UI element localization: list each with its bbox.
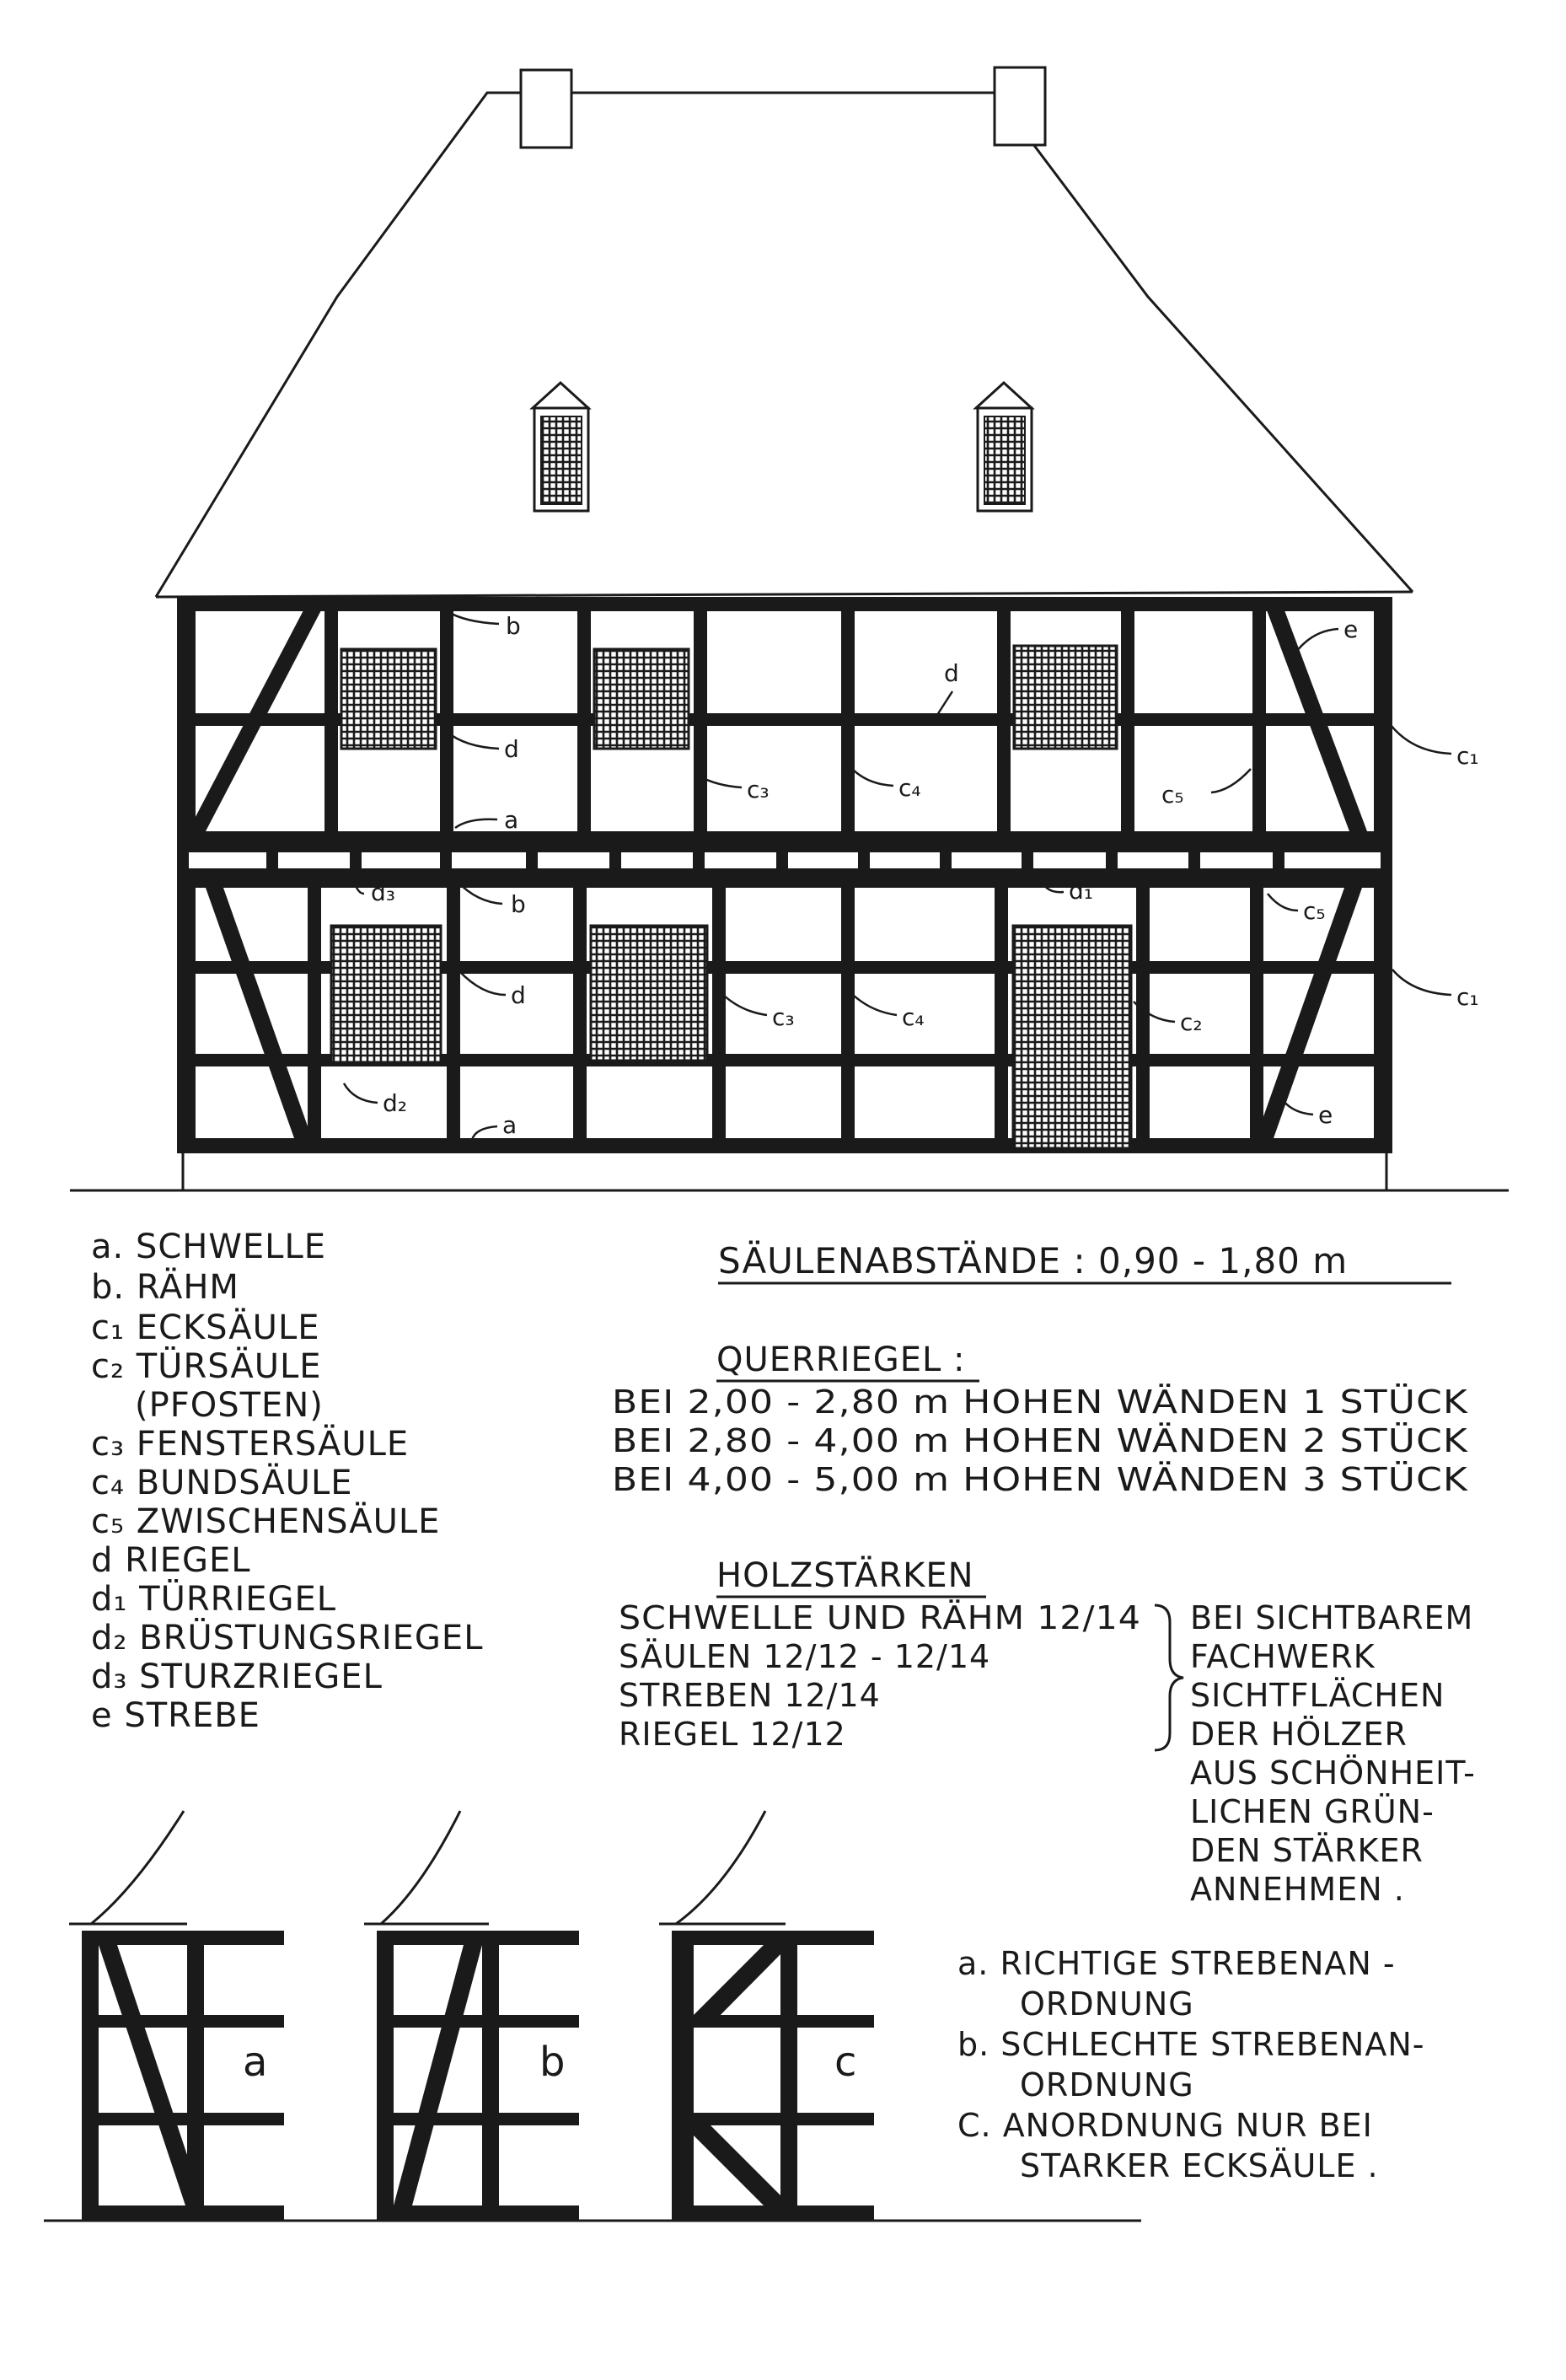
holzstaerken-note-7: DEN STÄRKER (1190, 1832, 1424, 1869)
label-c2: c₂ (1180, 1008, 1203, 1036)
legend-item-c3: c₃ FENSTERSÄULE (91, 1423, 409, 1464)
detail-notes: a. RICHTIGE STREBENAN - ORDNUNG b. SCHLE… (957, 1945, 1424, 2184)
detail-sketch-b: b (364, 1810, 579, 2221)
legend-item-b: b. RÄHM (91, 1266, 239, 1307)
legend-item-d2: d₂ BRÜSTUNGSRIEGEL (91, 1617, 483, 1657)
detail-note-5: C. ANORDNUNG NUR BEI (957, 2107, 1373, 2144)
detail-letter-c: c (834, 2039, 856, 2086)
roof (154, 91, 1414, 599)
holzstaerken-brace (1154, 1604, 1184, 1752)
holzstaerken-row-1: SCHWELLE UND RÄHM 12/14 (619, 1599, 1141, 1636)
facade-labels: b d d e c₁ c₃ c₄ c₅ a d₃ b d₁ c₅ c₁ d c₃… (371, 612, 1479, 1139)
label-a-lower: a (502, 1111, 517, 1139)
detail-note-6: STARKER ECKSÄULE . (1020, 2147, 1379, 2184)
spacing-title: SÄULENABSTÄNDE : 0,90 - 1,80 m (718, 1239, 1348, 1281)
label-c1-lower: c₁ (1456, 983, 1479, 1011)
label-c5-lower: c₅ (1303, 897, 1326, 925)
legend: a. SCHWELLE b. RÄHM c₁ ECKSÄULE c₂ TÜRSÄ… (91, 1228, 483, 1735)
label-d1: d₁ (1069, 877, 1093, 905)
detail-note-3: b. SCHLECHTE STREBENAN- (957, 2026, 1424, 2063)
beam-ends (177, 847, 1392, 875)
door (1011, 924, 1133, 1150)
holzstaerken-row-2: SÄULEN 12/12 - 12/14 (619, 1638, 990, 1675)
legend-item-d: d RIEGEL (91, 1541, 251, 1580)
spacing-section: SÄULENABSTÄNDE : 0,90 - 1,80 m (718, 1239, 1451, 1285)
window-upper-1 (340, 647, 437, 750)
roof-dormer-right (973, 380, 1035, 513)
label-c3-upper: c₃ (747, 776, 770, 803)
detail-sketch-c: c (659, 1810, 874, 2221)
leader-lines (342, 610, 1452, 1141)
querriegel-row-2: BEI 2,80 - 4,00 m HOHEN WÄNDEN 2 STÜCK (612, 1422, 1468, 1459)
label-c4-lower: c₄ (902, 1003, 925, 1031)
window-lower-1 (330, 924, 442, 1064)
holzstaerken-heading: HOLZSTÄRKEN (716, 1555, 974, 1595)
legend-item-c1: c₁ ECKSÄULE (91, 1307, 320, 1347)
detail-note-4: ORDNUNG (1020, 2066, 1194, 2103)
holzstaerken-note-5: AUS SCHÖNHEIT- (1190, 1754, 1476, 1792)
legend-item-a: a. SCHWELLE (91, 1228, 326, 1266)
detail-sketch-a: a (69, 1810, 284, 2221)
querriegel-row-3: BEI 4,00 - 5,00 m HOHEN WÄNDEN 3 STÜCK (612, 1461, 1468, 1498)
plinth (70, 1153, 1509, 1192)
label-d3: d₃ (371, 878, 395, 906)
openings (330, 644, 1133, 1150)
holzstaerken-note-1: BEI SICHTBAREM (1190, 1599, 1473, 1636)
detail-note-2: ORDNUNG (1020, 1985, 1194, 2023)
roof-dormer-left (529, 380, 592, 513)
querriegel-row-1: BEI 2,00 - 2,80 m HOHEN WÄNDEN 1 STÜCK (612, 1383, 1468, 1421)
querriegel-section: QUERRIEGEL : BEI 2,00 - 2,80 m HOHEN WÄN… (612, 1340, 1468, 1498)
holzstaerken-section: HOLZSTÄRKEN SCHWELLE UND RÄHM 12/14 SÄUL… (619, 1555, 1476, 1908)
holzstaerken-row-4: RIEGEL 12/12 (619, 1716, 846, 1753)
label-d-upper-left: d (504, 735, 519, 763)
holzstaerken-row-3: STREBEN 12/14 (619, 1677, 881, 1714)
lower-raehm (177, 875, 1392, 888)
label-d-lower: d (511, 981, 526, 1009)
label-c1-upper: c₁ (1456, 742, 1479, 770)
chimney-right (993, 66, 1047, 147)
legend-item-c2: c₂ TÜRSÄULE (91, 1346, 322, 1386)
label-c5-upper: c₅ (1161, 781, 1184, 809)
legend-item-c4: c₄ BUNDSÄULE (91, 1462, 353, 1502)
legend-item-d1: d₁ TÜRRIEGEL (91, 1578, 336, 1619)
label-c3-lower: c₃ (772, 1003, 795, 1031)
window-lower-2 (589, 924, 709, 1062)
querriegel-heading: QUERRIEGEL : (716, 1340, 965, 1379)
legend-item-c5: c₅ ZWISCHENSÄULE (91, 1501, 440, 1541)
window-upper-2 (593, 647, 690, 750)
legend-item-e: e STREBE (91, 1696, 260, 1735)
label-e-lower: e (1318, 1101, 1333, 1129)
holzstaerken-note-6: LICHEN GRÜN- (1190, 1793, 1435, 1830)
label-d2: d₂ (383, 1089, 407, 1117)
detail-note-1: a. RICHTIGE STREBENAN - (957, 1945, 1396, 1982)
label-b-lower: b (511, 890, 526, 918)
holzstaerken-note-8: ANNEHMEN . (1190, 1871, 1405, 1908)
chimney-left (519, 68, 573, 149)
label-c4-upper: c₄ (898, 774, 921, 802)
label-e-upper: e (1343, 615, 1358, 643)
label-b-upper: b (506, 612, 521, 640)
holzstaerken-note-4: DER HÖLZER (1190, 1716, 1408, 1753)
holzstaerken-note-3: SICHTFLÄCHEN (1190, 1677, 1445, 1714)
legend-item-c2-note: (PFOSTEN) (135, 1386, 324, 1425)
upper-raehm (177, 597, 1392, 611)
label-a-upper: a (504, 806, 518, 834)
lower-schwelle (177, 1138, 1392, 1153)
detail-letter-a: a (243, 2039, 267, 2086)
detail-letter-b: b (539, 2039, 565, 2086)
window-upper-3 (1012, 644, 1118, 750)
upper-schwelle (177, 831, 1392, 847)
label-d-upper-center: d (944, 659, 959, 687)
legend-item-d3: d₃ STURZRIEGEL (91, 1657, 383, 1696)
holzstaerken-note-2: FACHWERK (1190, 1638, 1376, 1675)
